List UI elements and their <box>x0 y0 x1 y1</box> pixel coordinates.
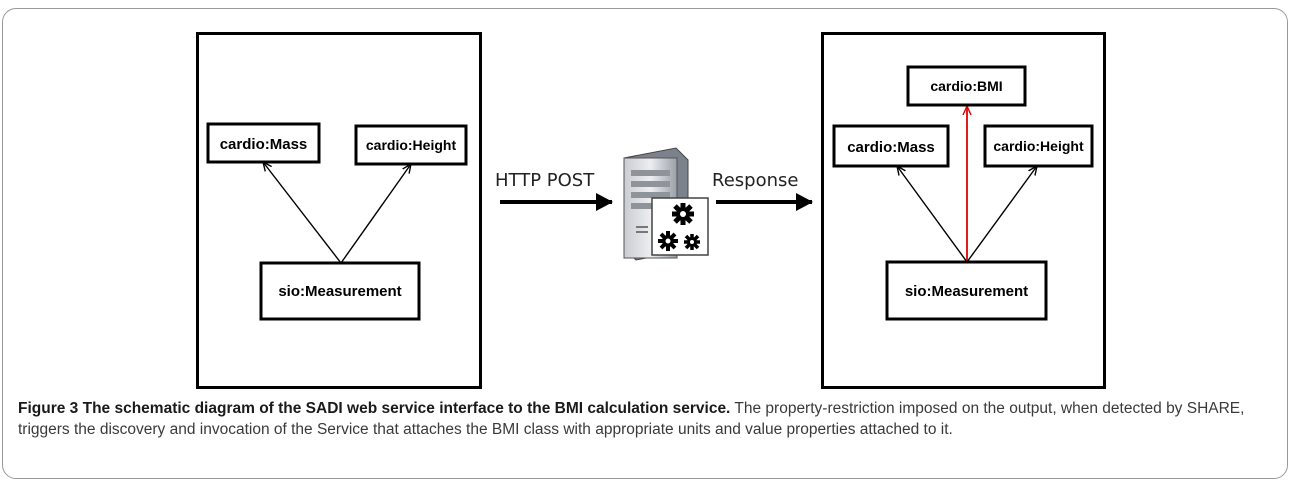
gears-icon <box>651 197 709 256</box>
node-measurement-output-label: sio:Measurement <box>905 283 1028 300</box>
node-height-input: cardio:Height <box>354 124 468 166</box>
node-height-output-label: cardio:Height <box>993 138 1084 154</box>
caption-body: The property-restriction imposed on the … <box>18 400 1245 438</box>
node-mass-output: cardio:Mass <box>832 124 950 168</box>
node-bmi-output: cardio:BMI <box>906 65 1027 107</box>
response-label: Response <box>712 170 798 191</box>
edge-measurement-to-height <box>340 164 411 264</box>
output-panel <box>821 32 1106 389</box>
node-measurement-input: sio:Measurement <box>259 261 421 321</box>
sadi-service-diagram: cardio:Mass cardio:Height sio:Measuremen… <box>196 32 1106 389</box>
node-height-output: cardio:Height <box>983 124 1094 168</box>
edge-measurement-to-height-out <box>966 166 1037 263</box>
http-post-label: HTTP POST <box>495 170 595 191</box>
node-measurement-output: sio:Measurement <box>885 260 1048 321</box>
edge-measurement-to-mass-out <box>897 166 968 263</box>
figure-frame <box>2 8 1288 479</box>
node-height-input-label: cardio:Height <box>366 137 457 153</box>
figure-caption: Figure 3 The schematic diagram of the SA… <box>18 398 1278 440</box>
node-bmi-output-label: cardio:BMI <box>930 78 1002 94</box>
input-panel <box>196 32 482 389</box>
node-mass-input: cardio:Mass <box>206 122 321 164</box>
node-mass-output-label: cardio:Mass <box>847 139 935 156</box>
node-mass-input-label: cardio:Mass <box>220 136 308 153</box>
caption-title: Figure 3 The schematic diagram of the SA… <box>18 400 731 417</box>
node-measurement-input-label: sio:Measurement <box>278 283 401 300</box>
edge-measurement-to-mass <box>263 162 342 264</box>
